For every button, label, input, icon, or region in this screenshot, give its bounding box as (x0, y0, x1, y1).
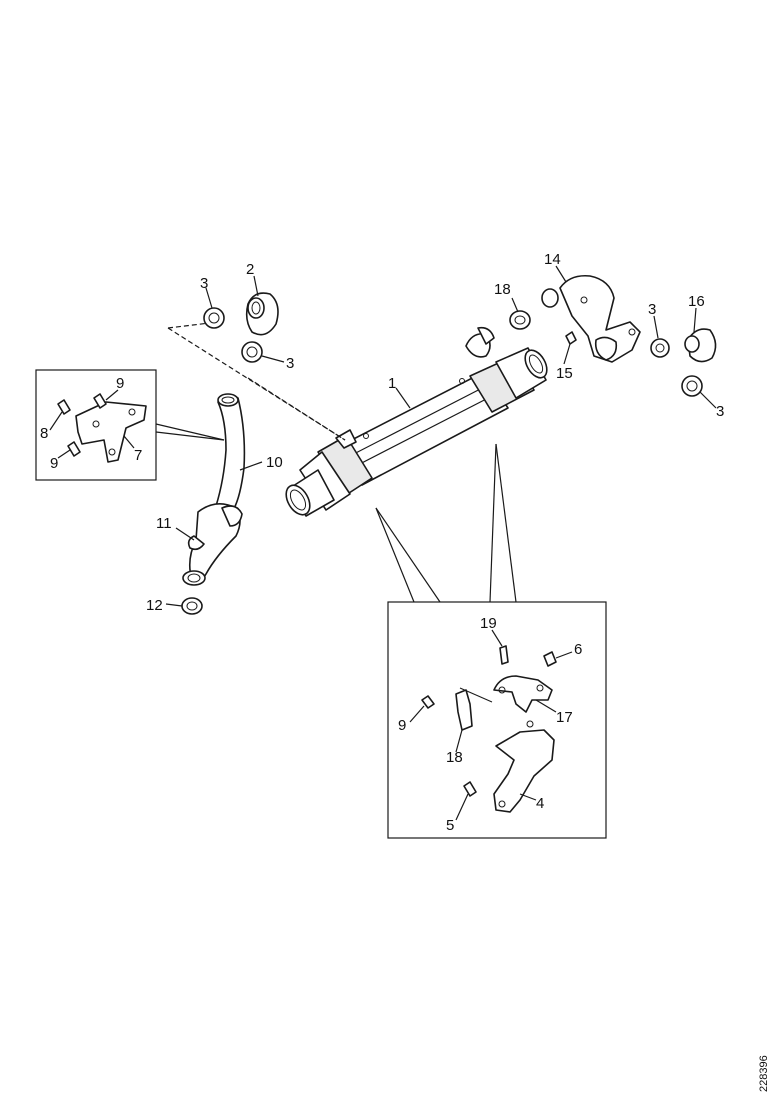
leader-dashed-3 (247, 377, 346, 441)
gasket-3-lower (241, 341, 263, 363)
callout-10: 10 (266, 454, 283, 471)
callout-11: 11 (156, 515, 172, 532)
callout-17: 17 (556, 709, 573, 726)
callout-15: 15 (556, 365, 573, 382)
callout-1: 1 (388, 375, 396, 392)
callout-19: 19 (480, 615, 497, 632)
callout-9-lower: 9 (398, 717, 406, 734)
callout-18-lower: 18 (446, 749, 463, 766)
gasket-3-far-right (681, 375, 703, 397)
gasket-12 (181, 597, 203, 615)
fitting-2 (245, 292, 279, 336)
callout-2: 2 (246, 261, 254, 278)
pipe-10 (215, 393, 246, 513)
callout-7: 7 (134, 447, 142, 464)
bracket-14 (541, 274, 641, 363)
callout-5: 5 (446, 817, 454, 834)
detail-box-left (35, 369, 225, 481)
detail-box-lower (375, 443, 607, 839)
callout-6: 6 (574, 641, 582, 658)
bolt-15 (565, 331, 577, 345)
pipe-11 (182, 503, 243, 586)
callout-3-right: 3 (648, 301, 656, 318)
gasket-18-upper (509, 310, 531, 330)
callout-3-far-right: 3 (716, 403, 724, 420)
callout-16: 16 (688, 293, 705, 310)
callout-12: 12 (146, 597, 163, 614)
callout-9-left-bottom: 9 (50, 455, 58, 472)
callout-3-upper-left: 3 (200, 275, 208, 292)
fitting-16 (684, 328, 717, 363)
drawing-code: 228396 (758, 1055, 770, 1092)
callout-3-lower-left: 3 (286, 355, 294, 372)
callout-9-left-top: 9 (116, 375, 124, 392)
gasket-3-right (650, 338, 670, 358)
callout-labels: 2 3 3 1 18 14 3 16 15 3 9 8 9 7 10 11 12… (40, 251, 724, 834)
gasket-3-upper (203, 307, 225, 329)
main-pipe-assembly (285, 326, 548, 517)
callout-4: 4 (536, 795, 544, 812)
callout-18-upper: 18 (494, 281, 511, 298)
leader-lines (49, 265, 717, 821)
callout-14: 14 (544, 251, 561, 268)
callout-8-left: 8 (40, 425, 48, 442)
